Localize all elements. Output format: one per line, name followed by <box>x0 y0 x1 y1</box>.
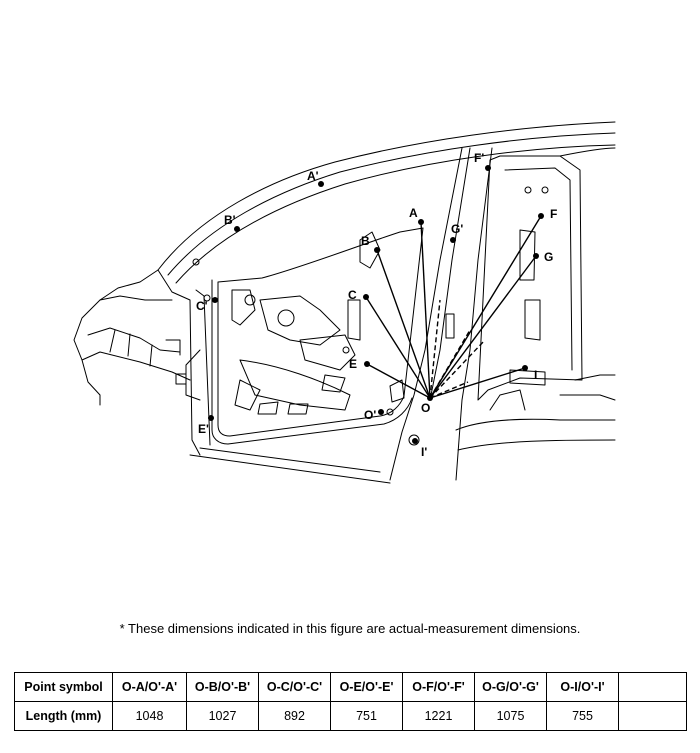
length-cell: 892 <box>258 701 331 731</box>
label-g-prime: G' <box>451 222 463 236</box>
point-c-dot <box>363 294 369 300</box>
point-e-dot <box>364 361 370 367</box>
symbol-cell: O-A/O'-A' <box>112 672 187 702</box>
roof-outline <box>157 121 616 271</box>
row-header-symbol: Point symbol <box>14 672 113 702</box>
label-c: C <box>348 288 357 302</box>
rocker-sill <box>189 447 391 484</box>
label-f-prime: F' <box>474 151 484 165</box>
label-b-prime: B' <box>224 213 236 227</box>
point-e-prime-dot <box>208 415 214 421</box>
point-i-prime-dot <box>412 438 418 444</box>
point-i-dot <box>522 365 528 371</box>
symbol-cell: O-C/O'-C' <box>258 672 331 702</box>
label-o: O <box>421 401 430 415</box>
label-i-prime: I' <box>421 445 427 459</box>
symbol-cell: O-F/O'-F' <box>402 672 475 702</box>
point-c-prime-dot <box>212 297 218 303</box>
line-o-g <box>429 255 537 399</box>
point-b-dot <box>374 247 380 253</box>
length-cell: 1221 <box>402 701 475 731</box>
label-a: A <box>409 206 418 220</box>
body-side-dimension-diagram: A A' B B' C C' E E' F F' G G' I I' O O' <box>73 121 616 484</box>
symbol-cell: O-G/O'-G' <box>474 672 547 702</box>
row-header-length: Length (mm) <box>14 701 113 731</box>
point-o-prime-dot <box>378 409 384 415</box>
label-o-prime: O' <box>364 408 376 422</box>
length-cell: 755 <box>546 701 619 731</box>
label-e-prime: E' <box>198 422 209 436</box>
table-row-symbols: Point symbol O-A/O'-A' O-B/O'-B' O-C/O'-… <box>14 672 687 702</box>
point-o-dot <box>427 395 433 401</box>
rear-door-opening <box>477 155 583 401</box>
length-cell: 1027 <box>186 701 259 731</box>
label-a-prime: A' <box>307 169 319 183</box>
label-g: G <box>544 250 553 264</box>
point-f-dot <box>538 213 544 219</box>
length-cell: 1048 <box>112 701 187 731</box>
label-f: F <box>550 207 557 221</box>
line-o-e <box>366 363 431 399</box>
front-door-opening <box>217 227 424 437</box>
point-a-dot <box>418 219 424 225</box>
point-g-prime-dot <box>450 237 456 243</box>
b-pillar-outline <box>389 147 463 481</box>
length-cell <box>618 701 687 731</box>
length-cell: 751 <box>330 701 403 731</box>
symbol-cell: O-I/O'-I' <box>546 672 619 702</box>
line-o-i <box>429 367 526 399</box>
line-o-b <box>376 249 431 399</box>
label-i: I <box>534 368 537 382</box>
front-structure-outline <box>73 269 191 406</box>
label-b: B <box>361 234 370 248</box>
line-o-c <box>365 296 431 399</box>
point-f-prime-dot <box>485 165 491 171</box>
dimension-table: Point symbol O-A/O'-A' O-B/O'-B' O-C/O'-… <box>14 672 687 731</box>
label-c-prime: C' <box>196 299 208 313</box>
symbol-cell: O-E/O'-E' <box>330 672 403 702</box>
line-o-a <box>420 221 431 399</box>
a-pillar-outline <box>157 269 201 456</box>
label-e: E <box>349 357 357 371</box>
point-b-prime-dot <box>234 226 240 232</box>
roof-inner-outline <box>167 132 616 276</box>
point-a-prime-dot <box>318 181 324 187</box>
point-g-dot <box>533 253 539 259</box>
table-row-lengths: Length (mm) 1048 1027 892 751 1221 1075 … <box>14 701 687 731</box>
symbol-cell <box>618 672 687 702</box>
measurement-note: * These dimensions indicated in this fig… <box>119 621 581 636</box>
symbol-cell: O-B/O'-B' <box>186 672 259 702</box>
length-cell: 1075 <box>474 701 547 731</box>
